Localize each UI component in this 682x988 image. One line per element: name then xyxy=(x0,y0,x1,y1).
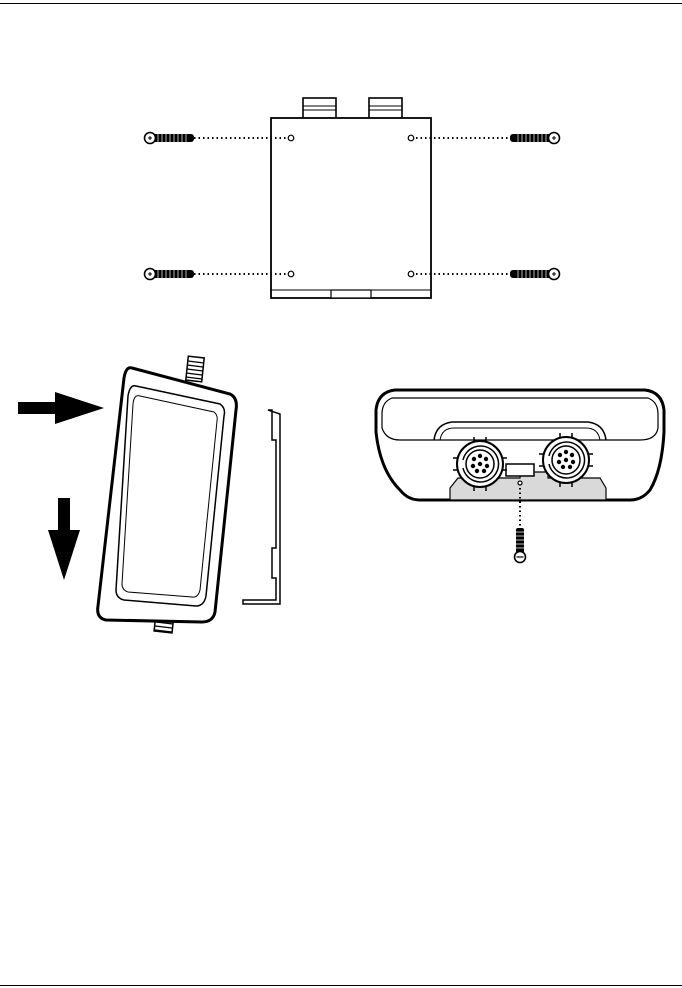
screw-bottom-left xyxy=(145,269,195,280)
arrow-down xyxy=(48,498,80,580)
antenna-unit-side-view xyxy=(98,356,237,633)
locking-screw xyxy=(515,528,526,563)
mounting-bracket-plate xyxy=(271,98,431,298)
screw-top-left xyxy=(145,133,195,144)
arrow-right xyxy=(18,392,104,424)
bracket-side-view xyxy=(243,410,280,604)
screw-top-right xyxy=(510,133,560,144)
screw-bottom-right xyxy=(510,269,560,280)
